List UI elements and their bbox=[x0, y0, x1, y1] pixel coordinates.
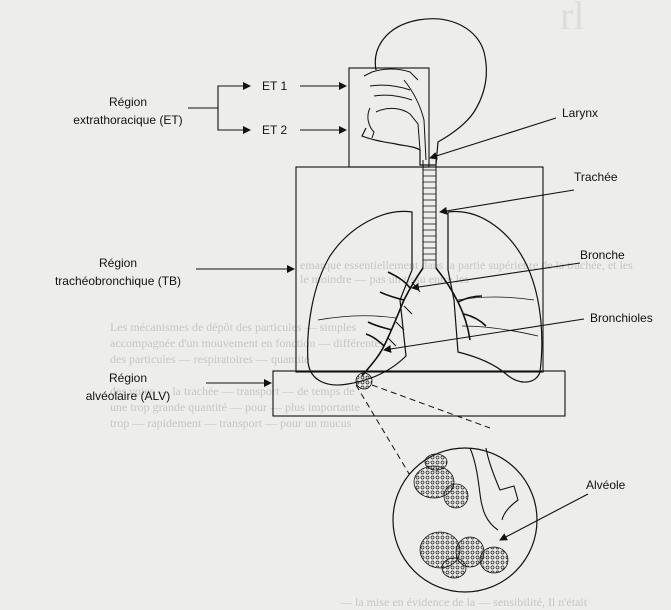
nasal-cavity bbox=[364, 69, 418, 100]
bronchus-label: Bronche bbox=[580, 248, 625, 263]
larynx-label: Larynx bbox=[562, 106, 598, 121]
alveolus-label: Alvéole bbox=[586, 478, 625, 493]
larynx-arrow bbox=[430, 118, 556, 158]
bronchial-tree bbox=[362, 268, 486, 376]
trachea-label: Trachée bbox=[574, 170, 618, 185]
et2-label: ET 2 bbox=[262, 123, 287, 138]
trachea bbox=[423, 160, 436, 268]
bronchus-arrow bbox=[412, 263, 580, 288]
region-alv-label-line1: Région bbox=[109, 371, 147, 386]
bronchioles-label: Bronchioles bbox=[590, 311, 653, 326]
region-et-label-line2: extrathoracique (ET) bbox=[73, 113, 182, 128]
zoom-line bbox=[372, 385, 490, 428]
alveolus-spot bbox=[356, 373, 372, 389]
region-tb-label-line2: trachéobronchique (TB) bbox=[55, 274, 181, 289]
alv-region-box bbox=[273, 371, 565, 416]
et1-label: ET 1 bbox=[262, 79, 287, 94]
trachea-arrow bbox=[440, 190, 574, 212]
head-outline bbox=[362, 19, 486, 165]
et-bracket bbox=[218, 86, 224, 130]
region-tb-label-line1: Région bbox=[99, 256, 137, 271]
region-alv-label-line2: alvéolaire (ALV) bbox=[86, 389, 170, 404]
et-region-box bbox=[349, 68, 429, 167]
region-et-label-line1: Région bbox=[109, 95, 147, 110]
tb-region-box bbox=[296, 167, 543, 372]
lung-fissures bbox=[318, 297, 538, 336]
